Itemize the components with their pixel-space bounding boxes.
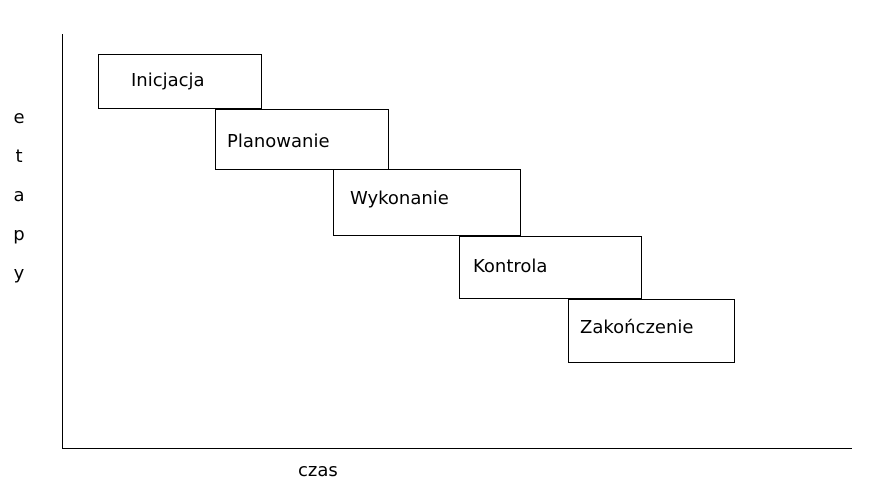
x-axis-line [62, 448, 852, 449]
y-axis-label: e t a p y [8, 98, 30, 293]
y-axis-line [62, 34, 63, 449]
y-axis-letter: a [13, 185, 25, 206]
phase-box-wykonanie: Wykonanie [333, 169, 521, 236]
phase-label: Zakończenie [580, 317, 694, 338]
phase-label: Kontrola [473, 256, 548, 277]
phase-label: Planowanie [227, 131, 330, 152]
y-axis-letter: p [13, 224, 25, 245]
phase-label: Wykonanie [350, 188, 449, 209]
phase-label: Inicjacja [131, 70, 205, 91]
phase-box-kontrola: Kontrola [459, 236, 642, 299]
y-axis-letter: t [15, 146, 23, 167]
y-axis-letter: e [13, 107, 25, 128]
phase-box-zakonczenie: Zakończenie [568, 299, 735, 363]
x-axis-label: czas [298, 460, 338, 481]
y-axis-letter: y [13, 263, 25, 284]
phase-box-planowanie: Planowanie [215, 109, 389, 170]
phase-box-inicjacja: Inicjacja [98, 54, 262, 109]
